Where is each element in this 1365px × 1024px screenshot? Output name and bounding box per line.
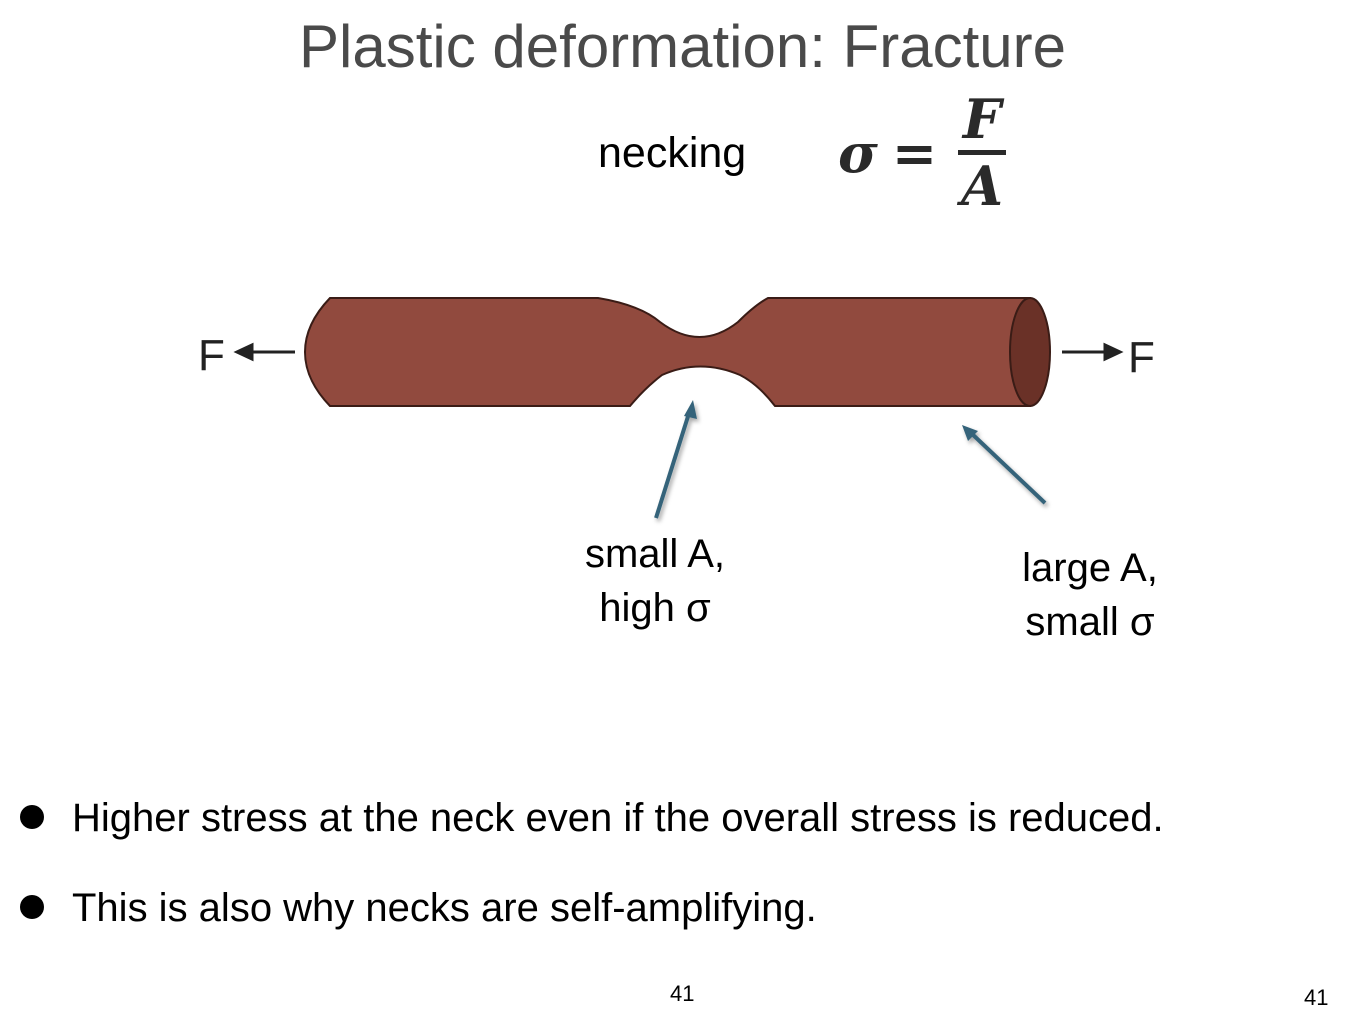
necked-rod [303, 297, 1031, 407]
fraction-bar [958, 150, 1007, 155]
force-label-left: F [198, 331, 225, 380]
neck-callout-line-2: high σ [599, 586, 711, 630]
bullet-dot-icon [20, 895, 44, 919]
page-title: Plastic deformation: Fracture [299, 13, 1066, 80]
formula-denominator: A [961, 154, 1003, 218]
body-callout-line-2: small σ [1025, 600, 1155, 644]
bullet-dot-icon [20, 805, 44, 829]
neck-callout-arrow [654, 400, 697, 519]
stress-formula: σ = F A [838, 88, 1007, 217]
formula-equals: = [891, 120, 938, 185]
formula-fraction: F A [957, 88, 1007, 217]
bullet-item: This is also why necks are self-amplifyi… [20, 885, 1164, 931]
body-callout: large A, small σ [990, 541, 1190, 649]
necking-label: necking [598, 129, 747, 177]
bullet-text: This is also why necks are self-amplifyi… [72, 886, 817, 930]
neck-callout-line-1: small A, [584, 532, 726, 576]
formula-sigma: σ [838, 120, 878, 185]
bullet-item: Higher stress at the neck even if the ov… [20, 795, 1164, 841]
page-number-center: 41 [670, 981, 695, 1006]
body-callout-arrow [962, 425, 1047, 505]
body-callout-line-1: large A, [1022, 546, 1158, 590]
force-label-right: F [1128, 333, 1155, 382]
bullet-text: Higher stress at the neck even if the ov… [72, 796, 1164, 840]
arrow-left-icon [233, 342, 295, 362]
arrow-right-icon [1062, 342, 1124, 362]
bullet-list: Higher stress at the neck even if the ov… [20, 795, 1164, 975]
neck-callout: small A, high σ [555, 527, 755, 635]
formula-numerator: F [962, 87, 1002, 151]
rod-end-face [1009, 297, 1051, 407]
page-number-right: 41 [1304, 985, 1329, 1010]
